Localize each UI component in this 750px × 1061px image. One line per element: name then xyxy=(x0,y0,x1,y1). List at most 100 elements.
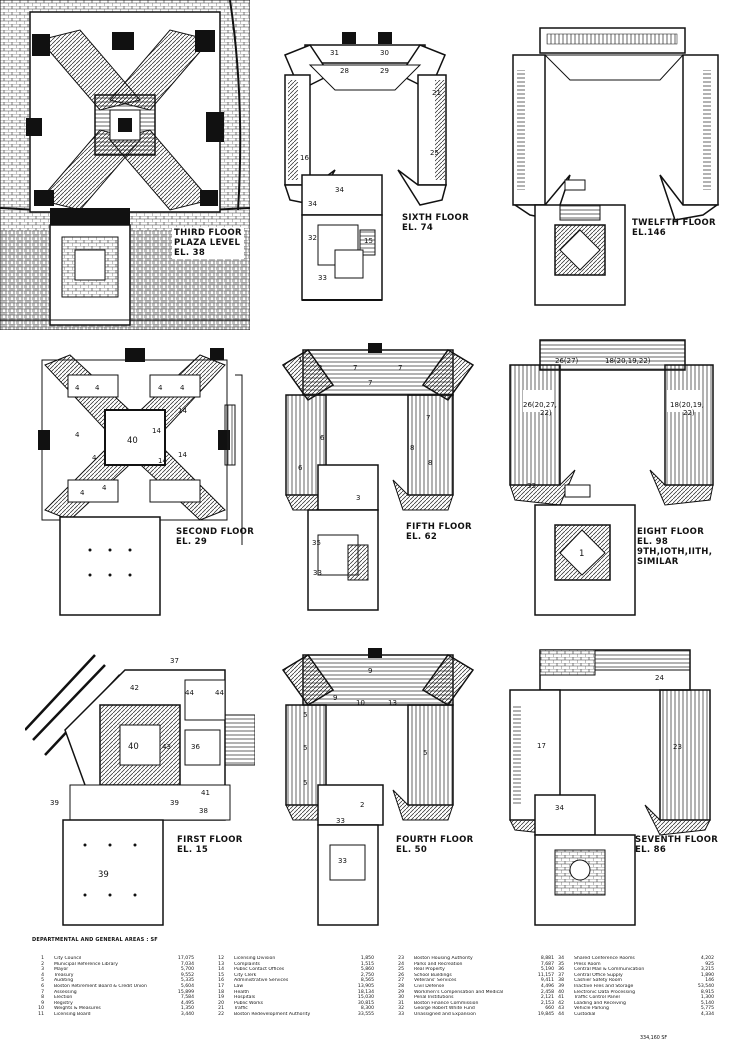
third-floor-title: THIRD FLOOR PLAZA LEVEL EL. 38 xyxy=(172,227,244,259)
room-18-b2: 22) xyxy=(683,409,695,417)
legend-name: Health xyxy=(234,989,250,995)
legend-number: 25 xyxy=(398,967,404,973)
legend-name: City Council xyxy=(54,956,82,961)
legend-number: 43 xyxy=(558,1006,564,1012)
legend-area: 3,440 xyxy=(180,1011,194,1017)
legend-name: Central Mail & Communication xyxy=(574,967,645,973)
room-25: 25 xyxy=(430,149,439,157)
plan-first-floor: 37 42 44 44 40 43 36 41 39 39 38 39 FIRS… xyxy=(25,645,255,930)
legend-name: Auditing xyxy=(54,978,74,984)
room-15: 15 xyxy=(364,237,373,245)
legend-number: 19 xyxy=(218,995,224,1001)
legend-number: 23 xyxy=(398,956,404,961)
legend-name: Inactive Files and Storage xyxy=(574,983,634,989)
fifth-floor-title: FIFTH FLOOR EL. 62 xyxy=(406,522,472,542)
legend-name: Election xyxy=(54,995,73,1001)
legend-number: 28 xyxy=(398,983,404,989)
room-13: 13 xyxy=(388,699,397,707)
legend-name: City Clerk xyxy=(234,972,257,978)
room-16: 16 xyxy=(300,154,309,162)
legend-name: Public Works xyxy=(234,1000,264,1006)
legend-area: 1,890 xyxy=(700,972,714,978)
legend-name: Shared Conference Rooms xyxy=(574,956,635,961)
legend-number: 13 xyxy=(218,961,224,967)
legend-row: 37 Central Office Supply 1,890 xyxy=(552,973,714,979)
room-4-d: 4 xyxy=(180,384,185,392)
room-9-b: 9 xyxy=(333,694,337,702)
room-26-b: 26(20,27, xyxy=(523,401,557,409)
room-39-b: 39 xyxy=(170,799,179,807)
legend-name: Cashier Safety Room xyxy=(574,978,623,984)
legend-area: 7,687 xyxy=(540,961,554,967)
room-34-a: 34 xyxy=(335,186,344,194)
legend-area: 15,030 xyxy=(357,995,374,1001)
legend-number: 29 xyxy=(398,989,404,995)
legend-area: 5,860 xyxy=(360,967,374,973)
legend-area: 5,775 xyxy=(700,1006,714,1012)
legend-name: Custodial xyxy=(574,1011,596,1017)
legend-number: 38 xyxy=(558,978,564,984)
legend-name: Press Room xyxy=(574,961,601,967)
seventh-floor-drawing: 24 17 23 34 xyxy=(509,649,711,926)
room-33: 33 xyxy=(318,274,327,282)
legend-area: 8,915 xyxy=(700,989,714,995)
legend-area: 925 xyxy=(705,961,714,967)
legend-name: Electronic Data Processing xyxy=(574,989,636,995)
legend-name: Licensing Division xyxy=(234,956,276,961)
legend-number: 2 xyxy=(41,961,44,967)
sixth-floor-title: SIXTH FLOOR EL. 74 xyxy=(402,213,469,233)
legend-name: Weights & Measures xyxy=(54,1006,101,1012)
legend-number: 37 xyxy=(558,972,564,978)
legend-name: Boston Redevelopment Authority xyxy=(234,1011,311,1017)
room-7-a: 7 xyxy=(353,364,357,372)
room-10: 10 xyxy=(356,699,365,707)
legend-number: 39 xyxy=(558,983,564,989)
legend-name: Boston Retirement Board & Credit Union xyxy=(54,983,147,989)
legend-name: Hospitals xyxy=(234,995,256,1001)
legend-number: 3 xyxy=(41,967,44,973)
legend-name: Central Office Supply xyxy=(574,972,623,978)
legend-area: 9,552 xyxy=(180,972,194,978)
legend-name: Municipal Reference Library xyxy=(54,961,118,967)
plan-fifth-floor: 1 2 7 7 7 7 6 6 8 8 3 35 33 FIFTH FLOOR … xyxy=(278,340,478,615)
room-4-h: 4 xyxy=(102,484,107,492)
legend-number: 32 xyxy=(398,1006,404,1012)
legend-area: 8,565 xyxy=(360,978,374,984)
room-43: 43 xyxy=(162,743,171,751)
legend-name: Parks and Recreation xyxy=(414,961,463,967)
room-23: 23 xyxy=(673,743,682,751)
legend-number: 12 xyxy=(218,956,224,961)
legend-number: 14 xyxy=(218,967,224,973)
room-4-e: 4 xyxy=(75,431,80,439)
legend-number: 7 xyxy=(41,989,44,995)
legend-number: 18 xyxy=(218,989,224,995)
room-33-b: 33 xyxy=(338,857,347,865)
room-14-a: 14 xyxy=(178,407,187,415)
plan-eighth-floor: 26(27) 18(20,19,22) 26(20,27, 22) 18(20,… xyxy=(505,335,740,620)
room-5-a: 5 xyxy=(303,711,307,719)
legend-number: 35 xyxy=(558,961,564,967)
first-floor-drawing: 37 42 44 44 40 43 36 41 39 39 38 39 xyxy=(25,654,255,926)
room-26-b2: 22) xyxy=(540,409,552,417)
